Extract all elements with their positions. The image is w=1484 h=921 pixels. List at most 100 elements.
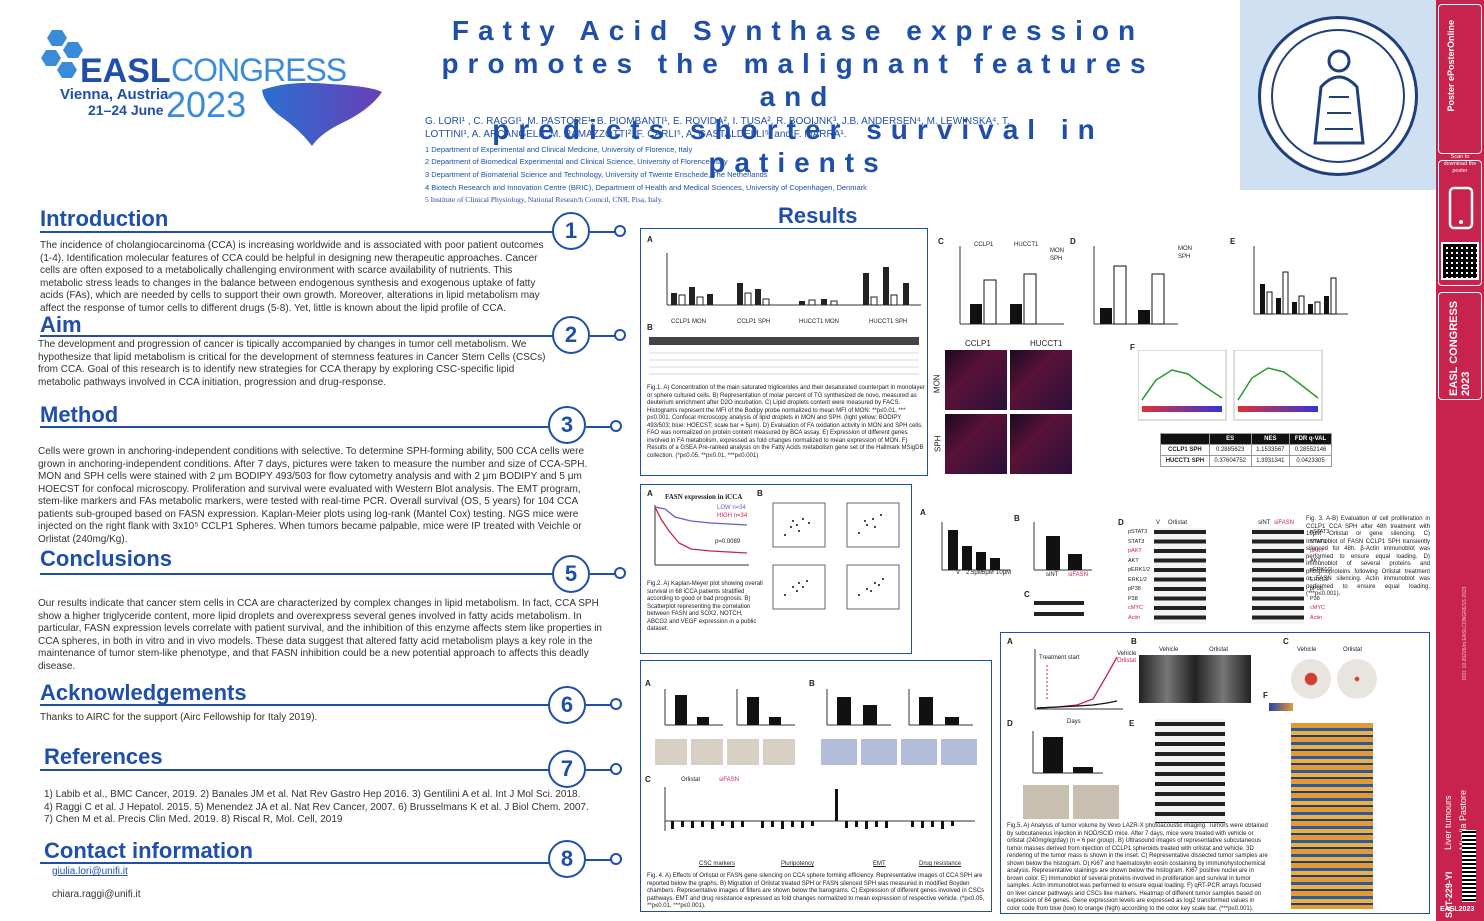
fig3b-x-sifasn: siFASN <box>1068 572 1089 578</box>
contact-heading: Contact information <box>44 838 253 863</box>
poster-title: Fatty Acid Synthase expression promotes … <box>398 14 1198 179</box>
micro-mon-cclp1 <box>945 350 1007 410</box>
logo-sub: CONGRESS <box>171 52 347 88</box>
easl-logo: EASL CONGRESS Vienna, Austria 21–24 June… <box>38 28 382 146</box>
fig3a-chart <box>941 522 1010 571</box>
fig4c-chart <box>664 787 975 831</box>
fig5d-ihc-images <box>1023 785 1119 819</box>
fig1-x-hucct1-sph: HUCCT1 SPH <box>869 319 908 325</box>
fig4c-group-csc: CSC markers <box>699 861 736 867</box>
fig4a-charts <box>664 689 795 726</box>
ack-text: Thanks to AIRC for the support (Airc Fel… <box>40 712 318 723</box>
micro-mon-hucct1 <box>1010 350 1072 410</box>
micro-sph-cclp1 <box>945 414 1007 474</box>
figure-1: A CCLP1 MON CCLP1 SPH HUCCT1 MON HUCCT1 … <box>640 228 928 476</box>
fig2-caption: Fig.2. A) Kaplan-Meyer plot showing over… <box>647 581 763 632</box>
contact-number: 8 <box>548 840 586 878</box>
fig3d-sifasn: siFASN <box>1274 520 1295 526</box>
micro-mon-label: MON <box>932 374 942 394</box>
fig2-p: p=0.0089 <box>715 539 741 545</box>
aim-number: 2 <box>552 316 590 354</box>
intro-number: 1 <box>552 212 590 250</box>
sidebar-congress: EASL CONGRESS 2023 <box>1448 300 1472 396</box>
fig1c-legend-mon: MON <box>1050 248 1064 254</box>
fig5c-orlistat: Orlistat <box>1343 647 1363 653</box>
fig4a-images <box>655 739 795 765</box>
figure-4: A B C Orlistat siFASN CSC markers Plurip… <box>640 660 992 912</box>
congress-box <box>1438 292 1482 400</box>
affiliation-5: 5 Institute of Clinical Physiology, Nati… <box>425 195 663 204</box>
aim-text: The development and progression of cance… <box>38 339 546 388</box>
fig2-low: LOW n=34 <box>717 505 746 511</box>
fig1c-cclp1: CCLP1 <box>974 242 994 248</box>
intro-heading: Introduction <box>40 206 169 231</box>
fig3d-v: V <box>1156 520 1161 526</box>
results-heading: Results <box>778 203 858 228</box>
fig3a-x-v: V <box>956 570 961 576</box>
eposter-brand: Poster ePosterOnline <box>1446 20 1456 112</box>
affiliation-1: 1 Department of Experimental and Clinica… <box>425 145 693 154</box>
fig5d-chart <box>1032 731 1103 774</box>
authors-line2: LOTTINI¹, A. ARCANGELI¹, M. RAMAZZOTTI²,… <box>425 129 847 140</box>
fig4c-group-emt: EMT <box>873 861 886 867</box>
qr-code[interactable] <box>1441 242 1479 280</box>
fig5a-days: Days <box>1067 719 1081 725</box>
logo-title: EASL <box>80 52 171 90</box>
cells-icon <box>41 30 83 78</box>
title-line1: Fatty Acid Synthase expression <box>451 15 1145 46</box>
barcode <box>1462 830 1476 902</box>
figure-3: A V 2.5μM 5μM 10μM B siNT siFASN C D V O… <box>918 500 1430 630</box>
figure-5: A Vehicle Orlistat Treatment start Days … <box>1000 632 1430 914</box>
heatmap-key <box>1269 703 1293 711</box>
fig5b-orlistat: Orlistat <box>1209 647 1229 653</box>
scatterplots <box>772 502 900 610</box>
fig3a-x-2: 2.5μM <box>966 570 983 576</box>
ref-number: 7 <box>548 750 586 788</box>
kaplan-meier-plot <box>654 505 749 566</box>
fig1c-chart <box>959 246 1064 325</box>
fig5e-blot <box>1155 719 1225 823</box>
logo-dates: 21–24 June <box>88 102 164 118</box>
fig3d-orl: Orlistat <box>1168 520 1188 526</box>
fig3d-sint: siNT <box>1258 520 1271 526</box>
fig5a-growth-chart <box>1034 649 1123 710</box>
intro-rule <box>40 231 580 233</box>
fig5-caption: Fig.5. A) Analysis of tumor volume by Ve… <box>1007 823 1268 912</box>
affiliation-2: 2 Department of Biomedical Experimental … <box>425 157 728 166</box>
fig3d-blot-left <box>1154 528 1206 624</box>
affiliation-4: 4 Biotech Research and Innovation Centre… <box>425 183 867 192</box>
fig1-caption: Fig.1. A) Concentration of the main satu… <box>647 385 925 459</box>
fig5a-legend-orlistat: Orlistat <box>1117 658 1137 664</box>
title-line2: promotes the malignant features and <box>441 48 1155 112</box>
logo-year: 2023 <box>166 84 247 125</box>
fig3b-chart <box>1033 522 1092 571</box>
fig4c-group-pluri: Pluripotency <box>781 861 815 867</box>
liver-icon <box>262 82 382 146</box>
micro-sph-label: SPH <box>933 435 943 452</box>
fig1d-chart <box>1093 246 1178 325</box>
fig5c-vehicle: Vehicle <box>1297 647 1317 653</box>
ref-line3: 7) Chen M et al. Precis Clin Med. 2019. … <box>44 814 343 825</box>
conclusions-text: Our results indicate that cancer stem ce… <box>38 598 602 672</box>
micro-sph-hucct1 <box>1010 414 1072 474</box>
fig3c-blot <box>1034 598 1084 620</box>
fig1a-bar-chart <box>666 253 921 306</box>
gsea-plots <box>1138 350 1323 421</box>
fig4c-legend-orl: Orlistat <box>681 777 701 783</box>
fig4b-charts <box>826 689 973 726</box>
fig3a-x-10: 10μM <box>996 570 1012 576</box>
contact-email-1[interactable]: giulia.lori@unifi.it <box>52 866 128 877</box>
micro-cclp1-label: CCLP1 <box>965 339 991 348</box>
ack-heading: Acknowledgements <box>40 680 247 705</box>
micro-hucct1-label: HUCCT1 <box>1030 339 1063 348</box>
fig3-caption: Fig. 3. A-B) Evaluation of cell prolifer… <box>1306 516 1430 597</box>
fig3b-x-sint: siNT <box>1046 572 1059 578</box>
intro-text: The incidence of cholangiocarcinoma (CCA… <box>40 240 544 314</box>
fig4b-images <box>821 739 981 765</box>
affiliation-3: 3 Department of Biomaterial Science and … <box>425 170 768 179</box>
figure-2: A FASN expression in iCCA LOW n=34 HIGH … <box>640 484 912 654</box>
fig1-x-cclp1-sph: CCLP1 SPH <box>737 319 771 325</box>
